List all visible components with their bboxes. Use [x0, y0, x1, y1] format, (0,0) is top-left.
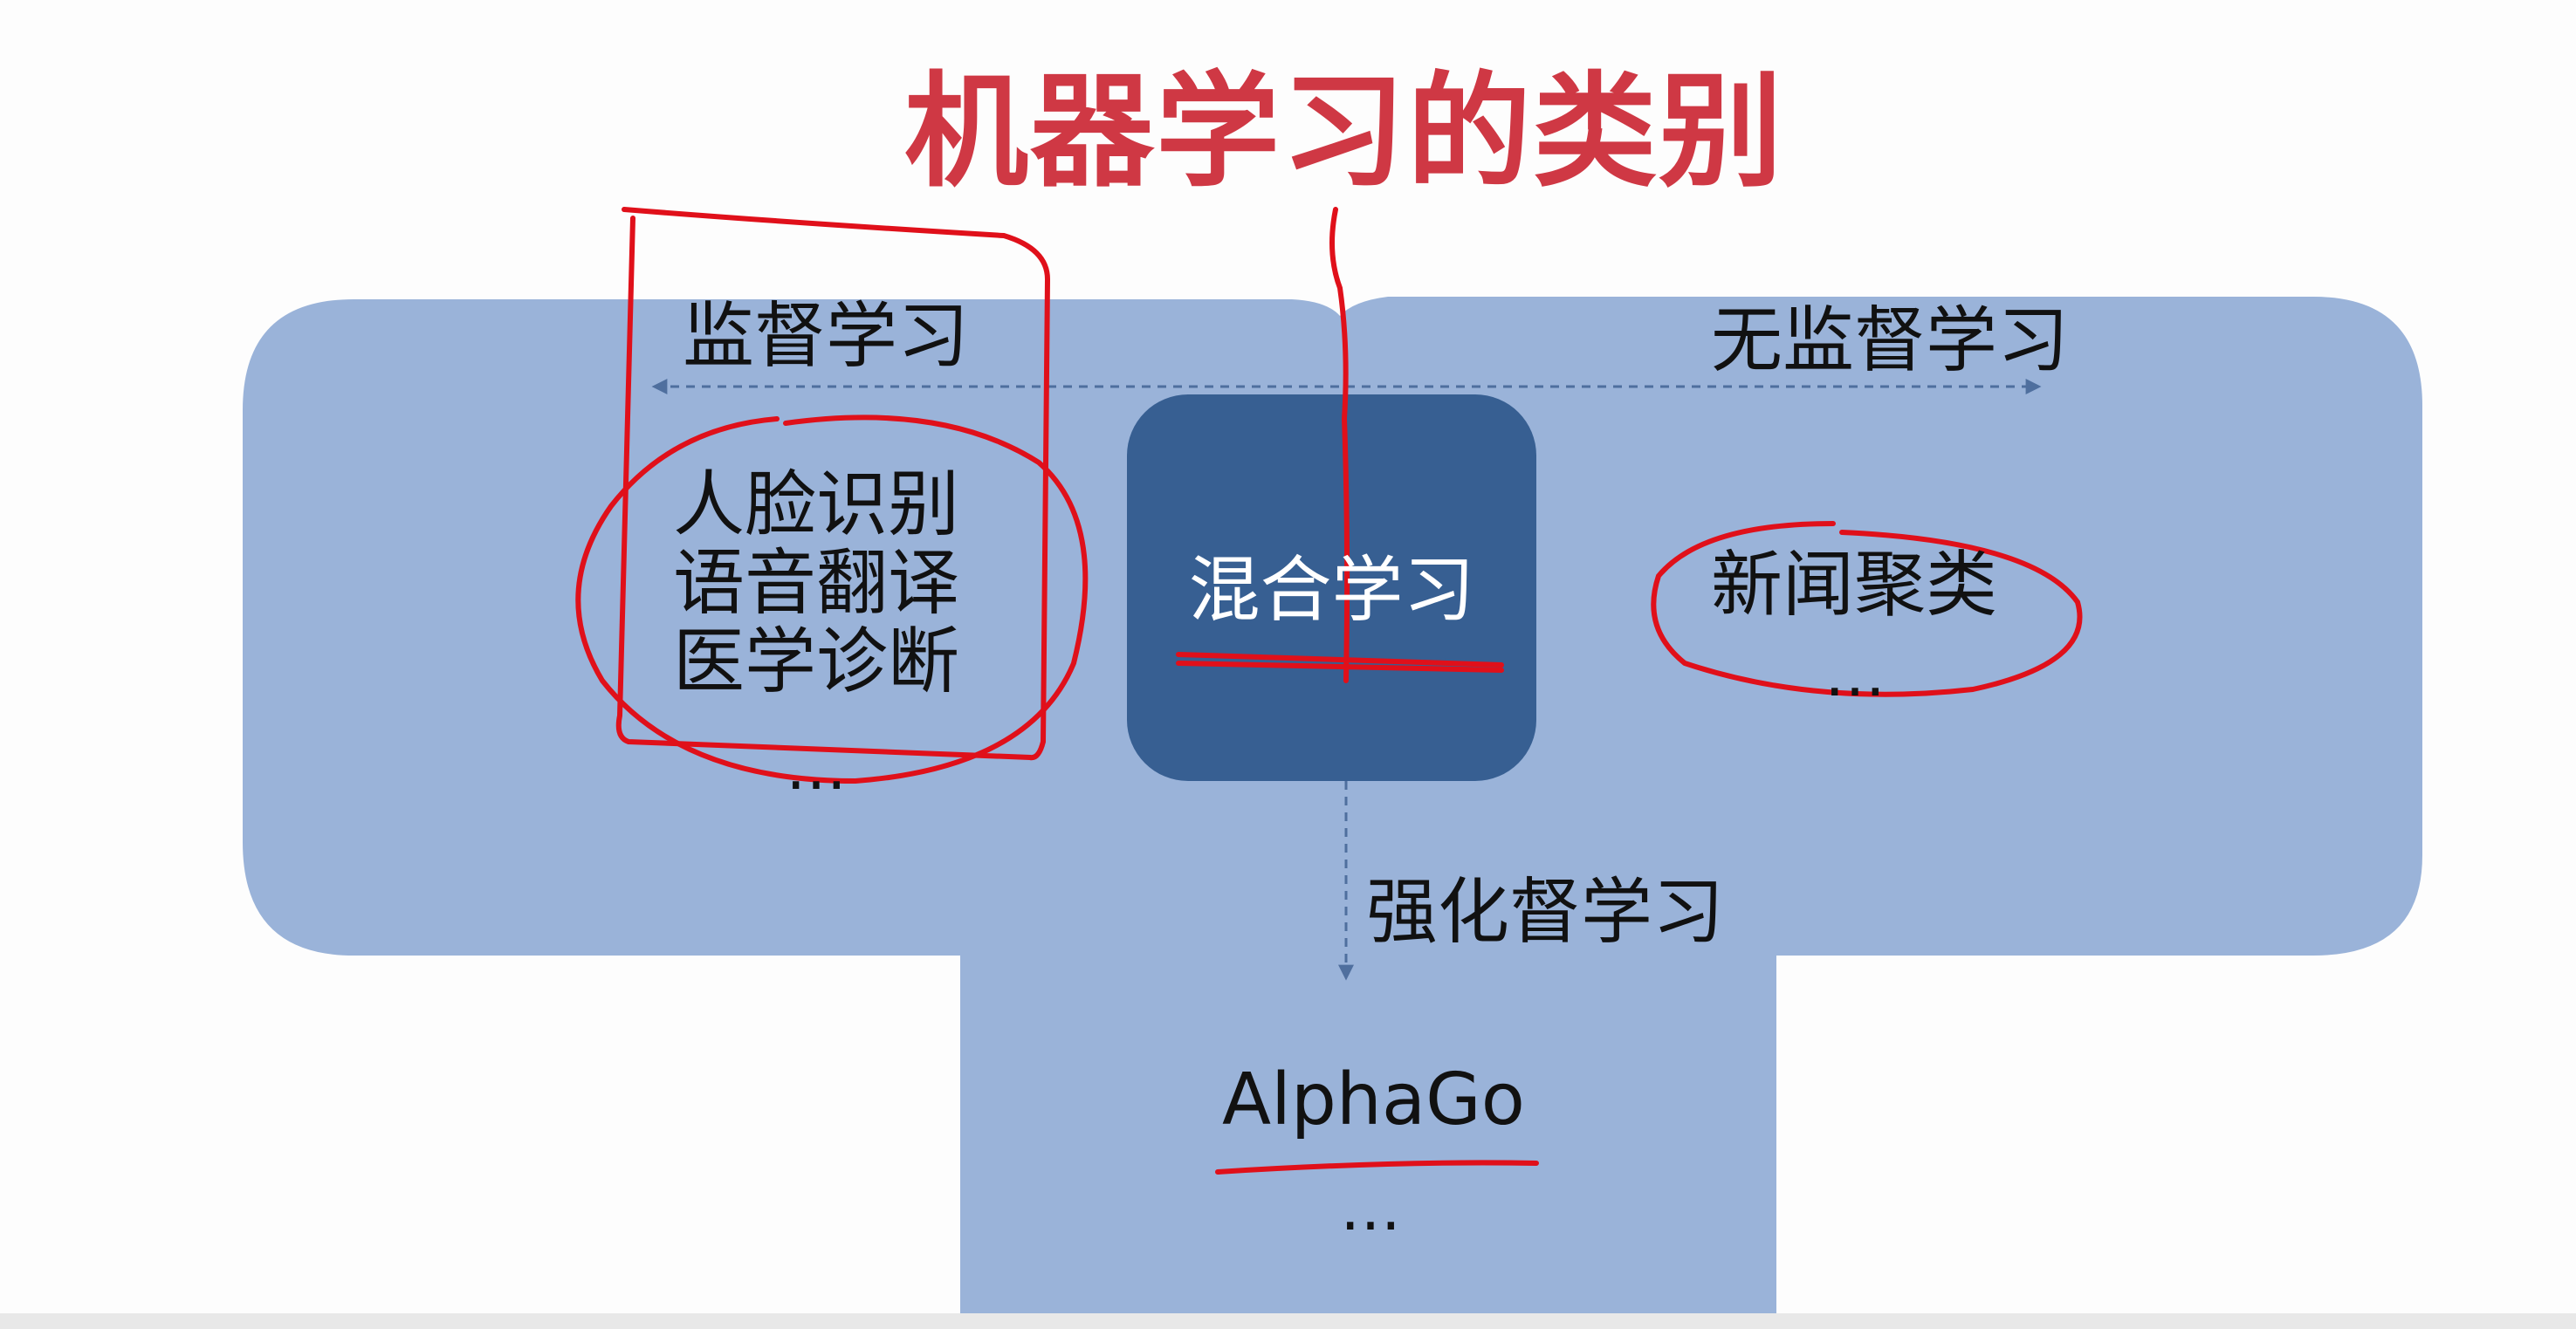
- unsupervised-example-news-clustering: 新闻聚类: [1711, 544, 1998, 627]
- supervised-examples: 人脸识别 语音翻译 医学诊断: [673, 466, 959, 702]
- unsupervised-label: 无监督学习: [1711, 299, 2070, 382]
- learning-region-shape: [243, 297, 2422, 1329]
- annotation-news-circle: [1651, 521, 2083, 697]
- supervised-label: 监督学习: [683, 295, 970, 378]
- annotation-hybrid-underline: [1176, 652, 1504, 668]
- supervised-example-face-recognition: 人脸识别: [673, 463, 960, 546]
- hybrid-learning-box: [1127, 394, 1536, 781]
- reinforcement-example-alphago: AlphaGo: [1222, 1058, 1525, 1141]
- annotation-supervised-circle: [575, 414, 1089, 784]
- hybrid-learning-label: 混合学习: [1188, 548, 1475, 632]
- bottom-edge-bar: [0, 1313, 2576, 1329]
- annotation-hybrid-underline-2: [1176, 661, 1504, 673]
- page-title: 机器学习的类别: [904, 60, 1784, 204]
- reinforcement-ellipsis: …: [1340, 1173, 1401, 1244]
- reinforcement-label: 强化督学习: [1366, 871, 1725, 954]
- supervised-example-speech-translation: 语音翻译: [673, 542, 960, 625]
- annotation-divider-line: [1329, 207, 1350, 683]
- supervised-ellipsis: …: [786, 732, 847, 804]
- unsupervised-ellipsis: …: [1824, 639, 1886, 710]
- annotation-alphago-underline: [1215, 1160, 1539, 1175]
- red-annotations: [575, 207, 2083, 1175]
- supervised-example-medical-diagnosis: 医学诊断: [673, 620, 960, 703]
- annotation-supervised-rectangle: [615, 207, 1051, 761]
